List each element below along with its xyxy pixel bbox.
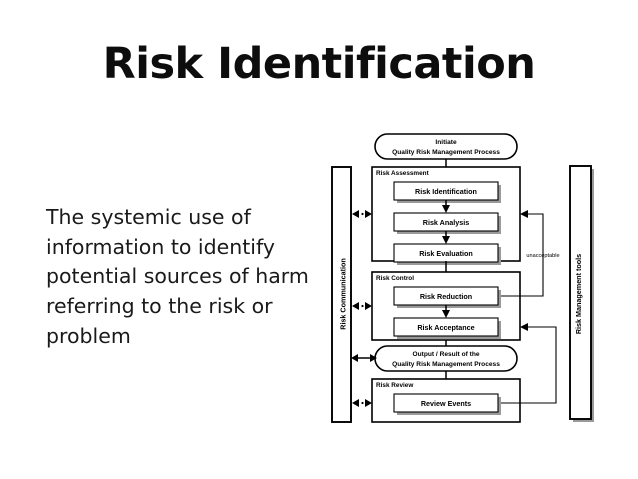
risk-reduction-label: Risk Reduction [420,292,472,301]
initiate-node: Initiate Quality Risk Management Process [374,133,518,160]
risk-evaluation-label: Risk Evaluation [419,249,473,258]
communication-connector-review [352,399,372,407]
communication-connector-assessment [352,210,372,218]
risk-reduction-node: Risk Reduction [393,286,501,308]
page-title: Risk Identification [102,39,536,89]
risk-assessment-heading: Risk Assessment [376,170,430,177]
risk-acceptance-node: Risk Acceptance [393,317,501,339]
feedback-loop-unacceptable: unacceptable [501,210,560,297]
unacceptable-annotation-label: unacceptable [526,253,559,259]
initiate-line-1: Initiate [435,139,457,146]
risk-review-group: Risk Review Review Events [371,378,521,423]
risk-communication-bar: Risk Communication [331,166,352,423]
risk-identification-label: Risk Identification [415,187,477,196]
risk-evaluation-node: Risk Evaluation [393,243,501,265]
arrow-identification-to-analysis [442,200,450,213]
feedback-loop-review-to-acceptance [501,323,557,404]
output-line-2: Quality Risk Management Process [392,361,500,368]
review-events-node: Review Events [393,393,501,415]
risk-acceptance-label: Risk Acceptance [417,323,474,332]
output-line-1: Output / Result of the [412,351,479,358]
definition-body-text: The systemic use of information to ident… [46,205,309,348]
risk-analysis-node: Risk Analysis [393,212,501,234]
review-events-label: Review Events [421,399,471,408]
risk-communication-label: Risk Communication [339,258,348,330]
risk-review-heading: Risk Review [376,382,413,389]
risk-management-tools-label: Risk Management tools [574,254,583,334]
communication-connector-output [351,354,377,362]
risk-control-group: Risk Control Risk Reduction Risk Accepta… [371,271,521,341]
risk-assessment-group: Risk Assessment Risk Identification Risk… [371,166,521,265]
risk-management-diagram: Risk Communication Risk Management tools… [325,124,615,429]
arrow-reduction-to-acceptance [442,305,450,318]
communication-connector-control [352,302,372,310]
risk-control-heading: Risk Control [376,275,414,282]
arrow-analysis-to-evaluation [442,231,450,244]
output-node: Output / Result of the Quality Risk Mana… [374,345,518,372]
risk-identification-node: Risk Identification [393,181,501,203]
risk-analysis-label: Risk Analysis [423,218,469,227]
initiate-line-2: Quality Risk Management Process [392,149,500,156]
risk-management-tools-bar: Risk Management tools [569,165,594,422]
